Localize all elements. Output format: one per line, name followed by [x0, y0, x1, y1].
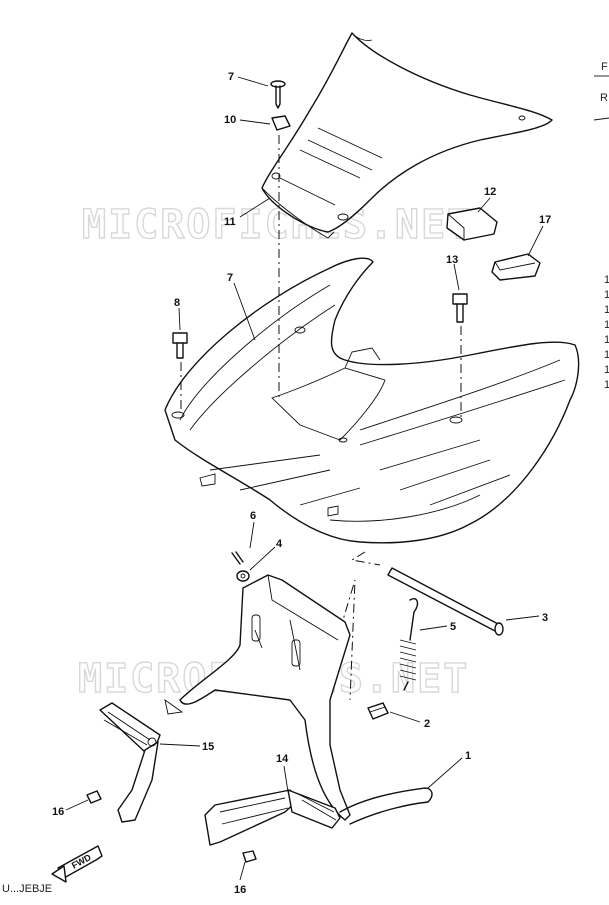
edge-letter-f: F [601, 61, 608, 73]
callout-7: 7 7 [227, 272, 256, 341]
edge-index: 1 [604, 364, 609, 376]
callout-label: 2 [424, 718, 430, 730]
callout-16-left: 16 [52, 799, 89, 818]
edge-rule-bottom [593, 117, 609, 121]
callout-5: 5 [419, 621, 456, 633]
watermark-top: MICROFICHES.NET [82, 202, 473, 248]
edge-index: 1 [604, 274, 609, 286]
part-4-washer [236, 570, 250, 582]
edge-index: 1 [604, 289, 609, 301]
callout-label: 11 [224, 216, 236, 228]
callout-label: 7 [228, 71, 234, 83]
callout-1: 1 [427, 750, 471, 789]
edge-index-column: 1 1 1 1 1 1 1 1 [604, 274, 609, 391]
page-code: U...JEBJE [2, 883, 52, 895]
part-16-bolt-left [86, 790, 102, 804]
callout-17: 17 [527, 214, 551, 257]
part-12-pad [446, 207, 498, 241]
edge-letter-r: R [600, 92, 608, 104]
callout-label: 4 [276, 538, 283, 550]
callout-label: 1 [465, 750, 471, 762]
part-6-cotter-pin [231, 551, 244, 565]
callout-label: 5 [450, 621, 456, 633]
edge-index: 1 [604, 304, 609, 316]
callout-label: 13 [446, 254, 458, 266]
part-3-shaft [387, 567, 504, 636]
assembly-line-5 [339, 579, 356, 701]
callout-15: 15 [159, 741, 214, 753]
part-7-footboard [164, 257, 580, 544]
fwd-arrow-icon: FWD [51, 845, 103, 883]
callout-label: 10 [224, 114, 236, 126]
callout-6: 6 [249, 510, 256, 549]
part-9-screw [270, 80, 286, 109]
part-15-footpeg-left [99, 702, 161, 823]
callout-13: 13 [446, 254, 460, 291]
assembly-line-3 [350, 551, 381, 566]
callout-11: 11 [224, 197, 271, 228]
callout-8: 8 [174, 297, 181, 331]
callout-label: 16 [234, 884, 246, 896]
callout-12: 12 [477, 186, 496, 213]
callout-3: 3 [505, 612, 548, 624]
edge-index: 1 [604, 349, 609, 361]
edge-index: 1 [604, 319, 609, 331]
part-11-upper-cover [261, 32, 553, 239]
part-10-nut [271, 115, 291, 131]
callout-label: 6 [250, 510, 256, 522]
part-5-spring [399, 598, 419, 691]
part-14-footpeg-right [204, 789, 341, 846]
callout-label-7: 7 [227, 272, 233, 284]
callout-2: 2 [389, 711, 430, 730]
callout-16-right: 16 [234, 861, 246, 896]
callout-label: 14 [276, 753, 289, 765]
callout-4: 4 [249, 538, 283, 571]
callout-9: 7 [228, 71, 269, 87]
part-16-bolt-right [242, 850, 257, 863]
edge-index: 1 [604, 379, 609, 391]
callout-10: 10 [224, 114, 271, 126]
edge-index: 1 [604, 334, 609, 346]
part-2-collar [367, 702, 389, 720]
callout-14: 14 [276, 753, 289, 793]
callout-label: 3 [542, 612, 548, 624]
part-8-bolt [172, 332, 188, 359]
callout-label: 12 [484, 186, 496, 198]
callout-label: 16 [52, 806, 64, 818]
callout-label: 15 [202, 741, 214, 753]
callout-label: 17 [539, 214, 551, 226]
part-1-main-stand [164, 574, 433, 825]
part-17-pad [491, 253, 541, 281]
callout-label: 8 [174, 297, 180, 309]
part-13-bolt [452, 293, 468, 323]
